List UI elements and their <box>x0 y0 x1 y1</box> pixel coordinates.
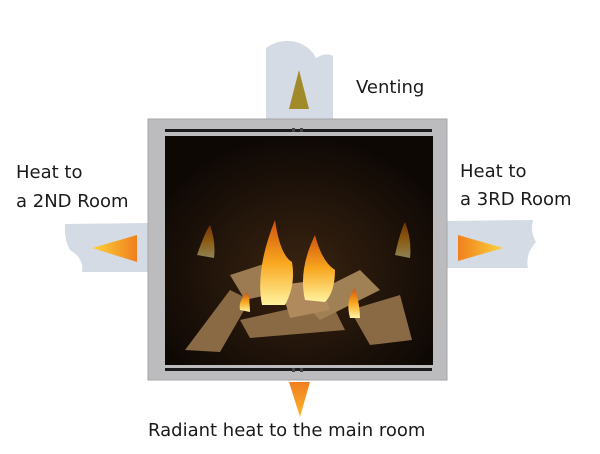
radiant-heat-arrow-icon <box>289 382 310 417</box>
left-label-line2: a 2ND Room <box>16 191 129 212</box>
right-label-line2: a 3RD Room <box>460 189 572 210</box>
left-heat-arrow-icon <box>92 235 137 262</box>
right-heat-arrow-icon <box>458 235 503 261</box>
venting-label: Venting <box>356 77 425 98</box>
radiant-heat-label: Radiant heat to the main room <box>148 420 426 441</box>
left-label-line1: Heat to <box>16 162 83 183</box>
vent-arrow-icon <box>289 70 309 109</box>
flames <box>197 220 411 318</box>
right-label-line1: Heat to <box>460 161 527 182</box>
